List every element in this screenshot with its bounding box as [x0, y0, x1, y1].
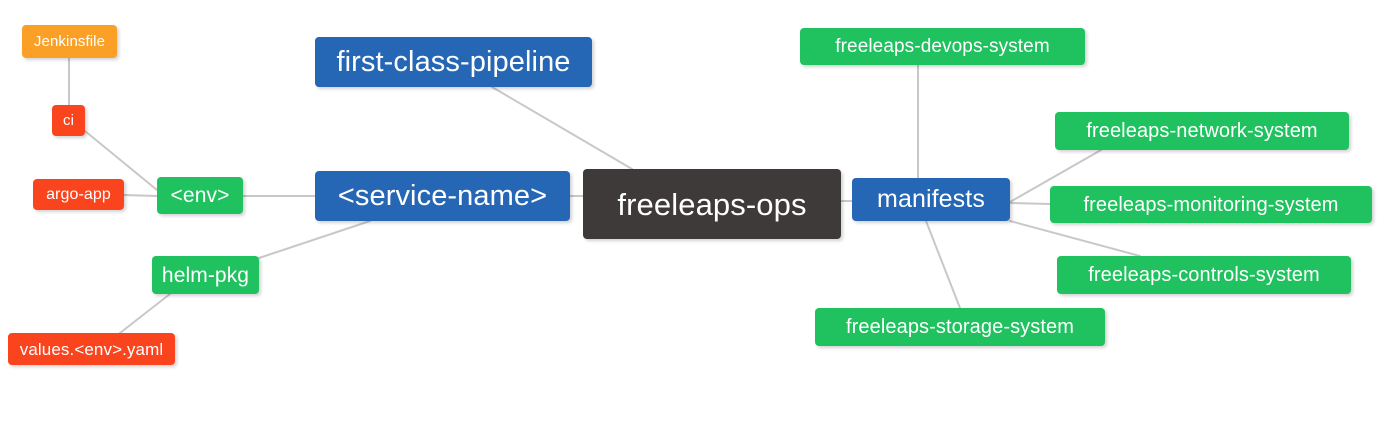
- edge-manifests-to-storage: [925, 220, 961, 309]
- node-label: ci: [62, 112, 75, 129]
- node-service-name[interactable]: <service-name>: [315, 171, 570, 221]
- node-label: freeleaps-ops: [617, 186, 807, 222]
- node-values-yaml[interactable]: values.<env>.yaml: [8, 333, 175, 365]
- edge-manifests-to-controls: [1009, 220, 1141, 257]
- node-monitoring[interactable]: freeleaps-monitoring-system: [1050, 186, 1372, 223]
- node-label: <env>: [170, 184, 230, 207]
- node-label: first-class-pipeline: [336, 45, 571, 78]
- node-env[interactable]: <env>: [157, 177, 243, 214]
- edge-helm-pkg-to-values-yaml: [119, 293, 171, 334]
- node-ci[interactable]: ci: [52, 105, 85, 136]
- node-argo-app[interactable]: argo-app: [33, 179, 124, 210]
- node-label: freeleaps-monitoring-system: [1083, 193, 1339, 216]
- edge-manifests-to-monitoring: [1009, 202, 1051, 205]
- node-label: manifests: [877, 185, 985, 213]
- edge-first-class-to-freeleaps-ops: [491, 86, 633, 170]
- node-manifests[interactable]: manifests: [852, 178, 1010, 221]
- node-helm-pkg[interactable]: helm-pkg: [152, 256, 259, 294]
- node-label: Jenkinsfile: [33, 33, 106, 50]
- node-label: helm-pkg: [161, 263, 250, 287]
- edge-service-name-to-helm-pkg: [258, 220, 371, 259]
- node-label: freeleaps-controls-system: [1088, 264, 1320, 286]
- node-label: freeleaps-storage-system: [845, 316, 1075, 338]
- node-label: freeleaps-network-system: [1086, 120, 1318, 142]
- node-label: freeleaps-devops-system: [835, 36, 1050, 57]
- node-network[interactable]: freeleaps-network-system: [1055, 112, 1349, 150]
- node-first-class[interactable]: first-class-pipeline: [315, 37, 592, 87]
- node-label: values.<env>.yaml: [19, 339, 164, 359]
- node-label: argo-app: [46, 185, 111, 203]
- node-freeleaps-ops[interactable]: freeleaps-ops: [583, 169, 841, 239]
- node-label: <service-name>: [337, 179, 548, 212]
- node-jenkinsfile[interactable]: Jenkinsfile: [22, 25, 117, 58]
- node-controls[interactable]: freeleaps-controls-system: [1057, 256, 1351, 294]
- edge-argo-app-to-env: [123, 194, 158, 197]
- node-devops[interactable]: freeleaps-devops-system: [800, 28, 1085, 65]
- node-storage[interactable]: freeleaps-storage-system: [815, 308, 1105, 346]
